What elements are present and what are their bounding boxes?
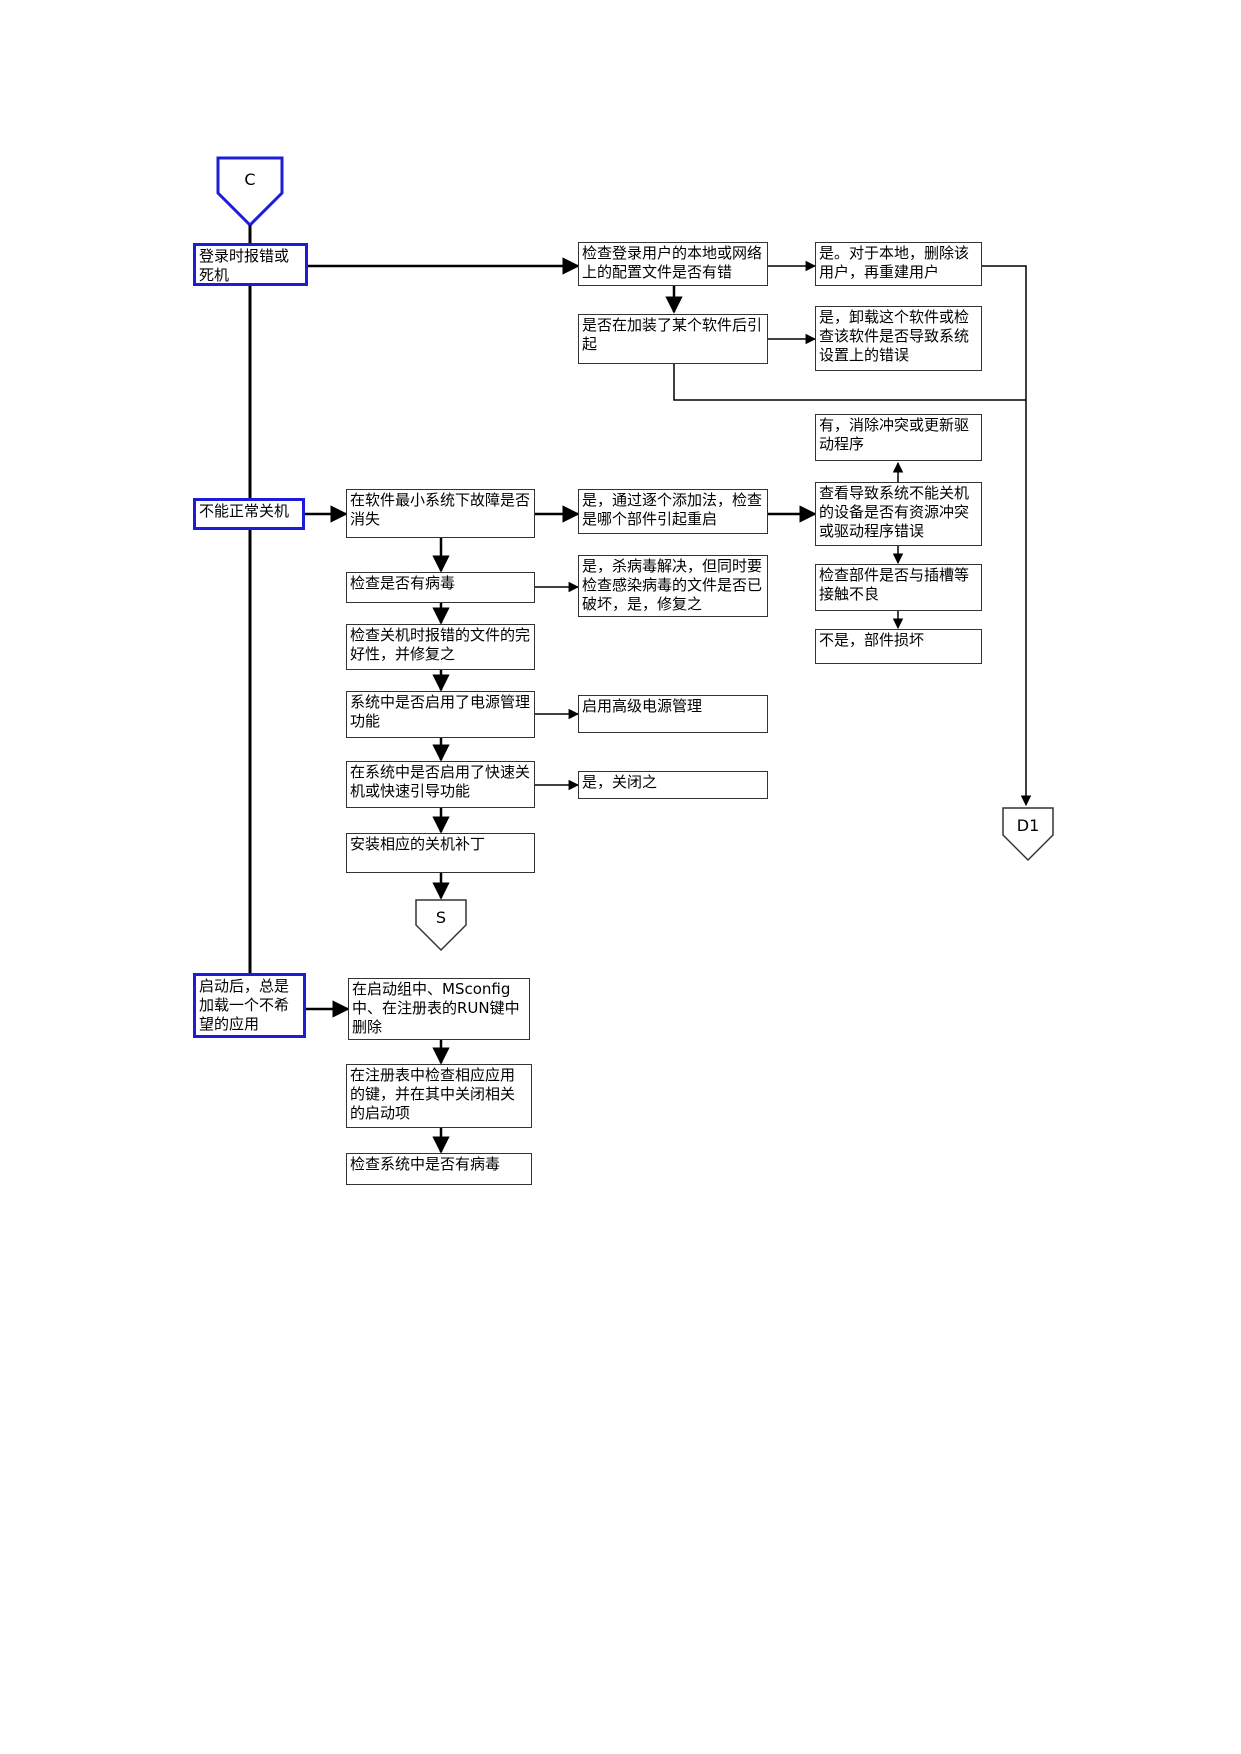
category-login-error: 登录时报错或死机	[193, 243, 308, 286]
step-virus-fix: 是，杀病毒解决，但同时要检查感染病毒的文件是否已破坏，是，修复之	[578, 555, 768, 617]
step-check-virus: 检查是否有病毒	[346, 572, 535, 603]
step-fast-shutdown: 在系统中是否启用了快速关机或快速引导功能	[346, 761, 535, 808]
line-profile-fix-to-d1	[982, 265, 1032, 807]
category-startup-unwanted-app: 启动后，总是加载一个不希望的应用	[193, 973, 306, 1038]
step-conflict-fix: 有，消除冲突或更新驱动程序	[815, 414, 982, 461]
step-after-software: 是否在加装了某个软件后引起	[578, 314, 768, 364]
connector-d1-shape	[1002, 807, 1054, 862]
connector-c: C	[244, 170, 256, 189]
step-add-one-by-one: 是，通过逐个添加法，检查是哪个部件引起重启	[578, 489, 768, 534]
connector-s: S	[435, 908, 447, 927]
step-power-mgmt: 系统中是否启用了电源管理功能	[346, 691, 535, 738]
connector-c-shape	[216, 156, 284, 228]
step-power-fix: 启用高级电源管理	[578, 695, 768, 733]
step-profile-fix: 是。对于本地，删除该用户，再重建用户	[815, 242, 982, 286]
step-check-files: 检查关机时报错的文件的完好性，并修复之	[346, 624, 535, 670]
step-check-system-virus: 检查系统中是否有病毒	[346, 1153, 532, 1185]
connector-d1: D1	[1016, 816, 1040, 835]
step-part-damaged: 不是，部件损坏	[815, 629, 982, 664]
step-install-patch: 安装相应的关机补丁	[346, 833, 535, 873]
step-msconfig: 在启动组中、MSconfig中、在注册表的RUN键中删除	[348, 978, 530, 1040]
step-registry: 在注册表中检查相应应用的键，并在其中关闭相关的启动项	[346, 1064, 532, 1128]
step-check-conflict: 查看导致系统不能关机的设备是否有资源冲突或驱动程序错误	[815, 482, 982, 546]
connector-s-shape	[415, 899, 467, 952]
step-minimal-system: 在软件最小系统下故障是否消失	[346, 489, 535, 538]
line-software-to-d1	[673, 364, 1026, 401]
step-check-profile: 检查登录用户的本地或网络上的配置文件是否有错	[578, 242, 768, 286]
step-software-fix: 是，卸载这个软件或检查该软件是否导致系统设置上的错误	[815, 306, 982, 371]
category-shutdown-fail: 不能正常关机	[193, 498, 305, 530]
step-fast-fix: 是，关闭之	[578, 771, 768, 799]
step-check-slot: 检查部件是否与插槽等接触不良	[815, 564, 982, 611]
